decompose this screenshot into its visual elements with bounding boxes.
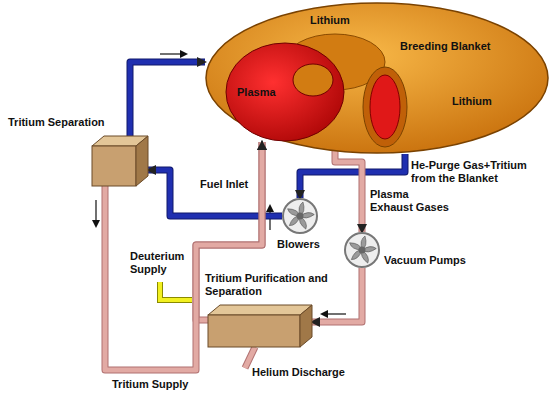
plasma-torus: Plasma xyxy=(225,42,345,142)
node-label: Lithium xyxy=(310,14,350,27)
helium-stub xyxy=(245,347,255,368)
blower-fan: Blowers xyxy=(282,198,318,234)
node-label: Breeding Blanket xyxy=(400,40,490,53)
fan-shape xyxy=(282,198,318,234)
deuterium-pipe xyxy=(160,282,192,300)
flow-arrow xyxy=(95,200,96,226)
callout-label: Helium Discharge xyxy=(252,366,345,379)
flow-label: Fuel Inlet xyxy=(200,178,248,191)
pipe-outline xyxy=(130,62,205,136)
flow-label: Plasma Exhaust Gases xyxy=(370,188,452,214)
flow-arrow xyxy=(322,313,346,314)
fan-shape xyxy=(344,232,380,268)
pipe-connector xyxy=(335,142,362,232)
flow-arrow xyxy=(160,53,186,54)
helium-stub xyxy=(245,347,255,368)
pipe-line xyxy=(335,142,362,232)
node-label: Plasma xyxy=(237,86,276,99)
node-label: Tritium Separation xyxy=(8,116,105,129)
breeding-blanket: LithiumBreeding BlanketLithiumPlasma xyxy=(205,2,549,154)
node-label: Lithium xyxy=(452,95,492,108)
callout-label: Deuterium Supply xyxy=(130,250,194,276)
node-label: Tritium Purification and Separation xyxy=(205,272,355,298)
box-shape xyxy=(208,305,312,347)
callout-label: Tritium Supply xyxy=(112,378,188,391)
pipe-line xyxy=(130,62,205,136)
pipe-connector xyxy=(130,62,205,136)
box-shape xyxy=(92,136,148,186)
node-label: Vacuum Pumps xyxy=(384,254,466,267)
vacuum-pump: Vacuum Pumps xyxy=(344,232,380,268)
deuterium-pipe xyxy=(160,282,192,300)
flow-label: He-Purge Gas+Tritium from the Blanket xyxy=(411,159,546,185)
node-label: Blowers xyxy=(277,238,320,251)
purification-unit: Tritium Purification and Separation xyxy=(208,305,312,347)
pipe-outline xyxy=(335,142,362,232)
separation-unit: Tritium Separation xyxy=(92,136,148,186)
